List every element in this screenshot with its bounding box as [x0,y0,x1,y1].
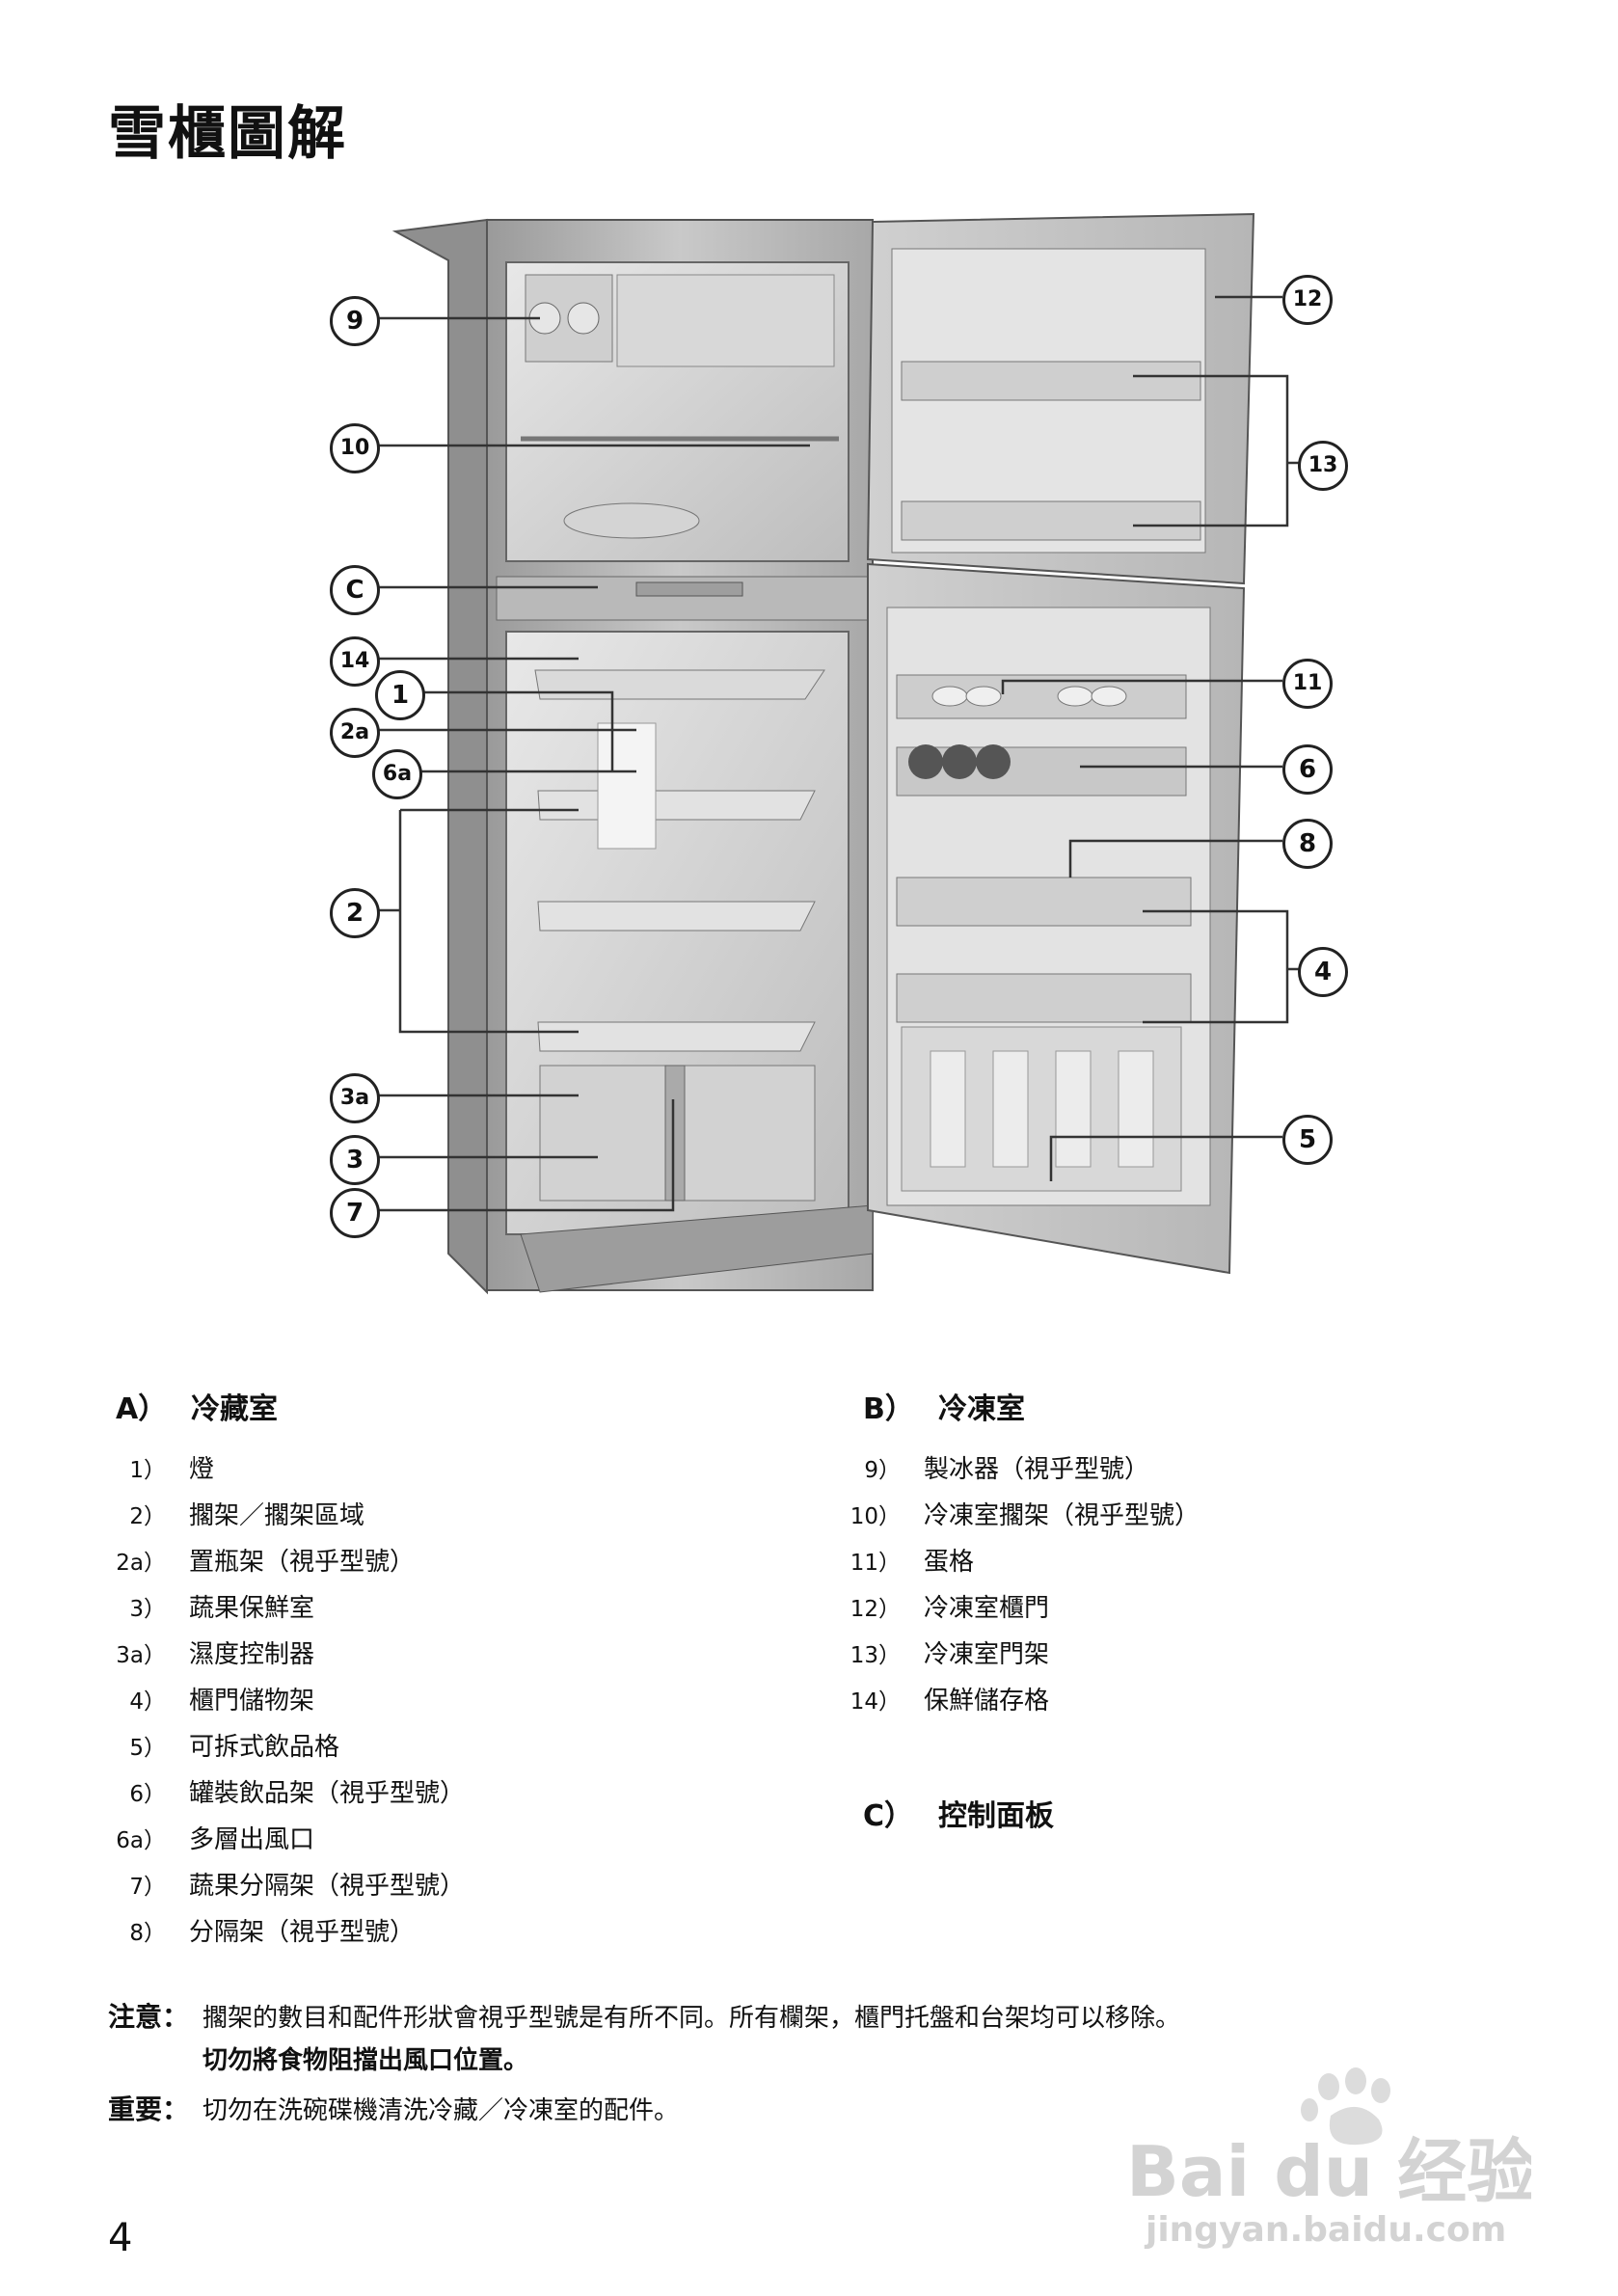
callout-5: 5 [1282,1115,1333,1165]
section-b-list: 9）製冰器（視乎型號） 10）冷凍室擱架（視乎型號） 11）蛋格 12）冷凍室櫃… [820,1446,1200,1724]
note-text: 擱架的數目和配件形狀會視乎型號是有所不同。所有欄架，櫃門托盤和台架均可以移除。 [202,2004,1181,2033]
watermark-url: jingyan.baidu.com [1144,2210,1506,2249]
list-item: 14）保鮮儲存格 [849,1687,1050,1715]
section-b-title: 冷凍室 [938,1392,1025,1426]
section-a-letter: A） [116,1392,168,1426]
important-block: 重要： 切勿在洗碗碟機清洗冷藏／冷凍室的配件。 [108,2089,679,2132]
watermark-brand: Bai du 经验 [1126,2131,1531,2212]
leader-lines [372,295,1300,1212]
callout-12: 12 [1282,275,1333,325]
refrigerator-diagram [372,212,1300,1295]
section-c-letter: C） [863,1799,914,1833]
list-item: 8）分隔架（視乎型號） [129,1918,416,1947]
callout-6: 6 [1282,744,1333,795]
section-a-title: 冷藏室 [191,1392,278,1426]
freezer-door [866,212,1255,585]
list-item: 2）擱架／擱架區域 [129,1501,365,1530]
callout-10: 10 [330,423,380,473]
note-block: 注意： 擱架的數目和配件形狀會視乎型號是有所不同。所有欄架，櫃門托盤和台架均可以移… [108,1996,1180,2082]
callout-2a: 2a [330,708,380,758]
callout-8: 8 [1282,819,1333,869]
list-item: 6a）多層出風口 [116,1825,315,1854]
callout-2: 2 [330,888,380,938]
list-item: 12）冷凍室櫃門 [849,1594,1050,1623]
note-text-2: 切勿將食物阻擋出風口位置。 [202,2046,529,2075]
callout-14: 14 [330,636,380,687]
callout-3a: 3a [330,1073,380,1123]
section-b-letter: B） [863,1392,914,1426]
callout-c: C [330,565,380,615]
callout-1: 1 [375,670,425,720]
list-item: 4）櫃門儲物架 [129,1687,315,1715]
list-item: 10）冷凍室擱架（視乎型號） [849,1501,1200,1530]
section-b-heading: B） 冷凍室 [863,1385,1025,1427]
list-item: 1）燈 [129,1455,215,1484]
page-number: 4 [108,2216,133,2260]
list-item: 3）蔬果保鮮室 [129,1594,315,1623]
callout-3: 3 [330,1135,380,1185]
list-item: 3a）濕度控制器 [116,1640,315,1669]
note-label: 注意： [108,2001,190,2033]
important-label: 重要： [108,2093,190,2125]
section-c-title: 控制面板 [938,1799,1054,1833]
list-item: 9）製冰器（視乎型號） [864,1455,1150,1484]
list-item: 7）蔬果分隔架（視乎型號） [129,1872,466,1901]
page-title: 雪櫃圖解 [108,100,347,168]
callout-4: 4 [1298,947,1348,997]
fridge-cabinet [391,218,874,1295]
section-a-heading: A） 冷藏室 [116,1385,278,1427]
section-a-list: 1）燈 2）擱架／擱架區域 2a）置瓶架（視乎型號） 3）蔬果保鮮室 3a）濕度… [85,1446,465,1956]
callout-9: 9 [330,296,380,346]
callout-13: 13 [1298,441,1348,491]
fridge-door [867,562,1246,1275]
list-item: 5）可拆式飲品格 [129,1733,340,1762]
callout-6a: 6a [372,749,422,799]
important-text: 切勿在洗碗碟機清洗冷藏／冷凍室的配件。 [202,2096,680,2125]
callout-7: 7 [330,1188,380,1238]
list-item: 13）冷凍室門架 [849,1640,1050,1669]
section-c-heading: C） 控制面板 [863,1792,1054,1834]
callout-11: 11 [1282,659,1333,709]
list-item: 6）罐裝飲品架（視乎型號） [129,1779,466,1808]
list-item: 11）蛋格 [849,1548,975,1577]
list-item: 2a）置瓶架（視乎型號） [116,1548,416,1577]
paw-icon [1301,2067,1390,2146]
baidu-watermark-logo: Bai du 经验 jingyan.baidu.com [1126,2067,1531,2249]
